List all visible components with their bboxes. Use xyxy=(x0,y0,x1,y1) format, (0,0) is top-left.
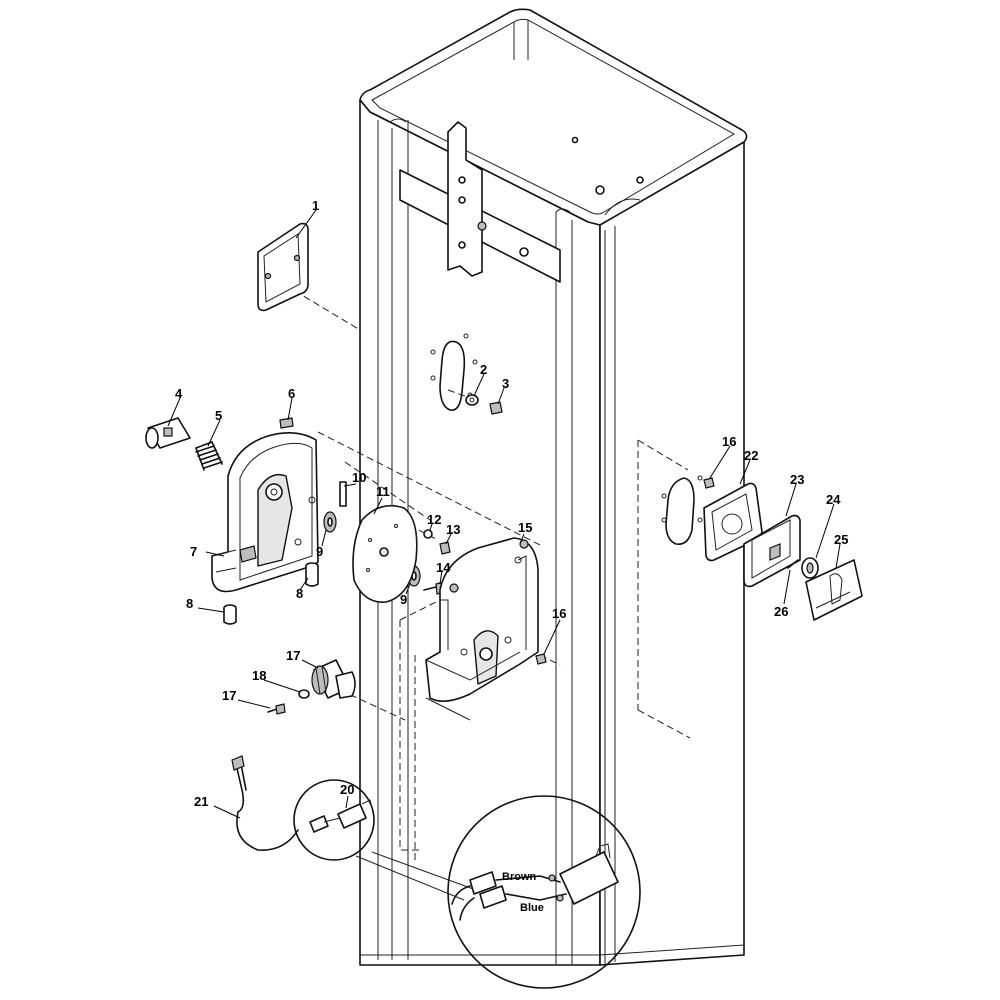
callout-5: 5 xyxy=(215,408,222,423)
callout-20: 20 xyxy=(340,782,354,797)
callout-24: 24 xyxy=(826,492,841,507)
part-8-standoff-lower xyxy=(223,604,237,625)
part-15-front-housing xyxy=(425,537,539,721)
detail-circle-small xyxy=(293,779,375,861)
callout-2: 2 xyxy=(480,362,487,377)
callout-16-upper: 16 xyxy=(722,434,736,449)
part-13-nut xyxy=(439,541,451,555)
post-column xyxy=(359,8,748,966)
callout-leaders xyxy=(167,209,841,819)
side-slot-hole xyxy=(661,475,703,546)
part-20-microswitch xyxy=(309,799,373,833)
part-7-back-housing xyxy=(211,432,319,593)
callout-8-lower: 8 xyxy=(186,596,193,611)
part-12-ball xyxy=(423,529,433,539)
callout-11: 11 xyxy=(376,484,390,499)
callout-8-upper: 8 xyxy=(296,586,303,601)
callout-17-screw: 17 xyxy=(222,688,236,703)
callout-12: 12 xyxy=(427,512,441,527)
part-11-gear-disc xyxy=(352,504,418,603)
callout-10: 10 xyxy=(352,470,366,485)
part-3-screw xyxy=(489,401,503,415)
part-6-screw xyxy=(279,417,294,429)
callout-16-lower: 16 xyxy=(552,606,566,621)
callout-6: 6 xyxy=(288,386,295,401)
callout-25: 25 xyxy=(834,532,848,547)
callout-22: 22 xyxy=(744,448,758,463)
part-16-nut-lower xyxy=(535,653,547,665)
part-10-pin xyxy=(339,481,347,507)
callout-17-gear: 17 xyxy=(286,648,300,663)
part-17-screw xyxy=(267,703,286,715)
part-5-spring xyxy=(195,441,223,471)
callout-9-right: 9 xyxy=(400,592,407,607)
part-1-cover-plate xyxy=(257,222,309,312)
detail-leader-lines xyxy=(355,851,477,901)
callout-13: 13 xyxy=(446,522,460,537)
part-18-washer xyxy=(298,689,310,699)
part-17-motor-gear xyxy=(311,659,356,699)
part-25-key-plate xyxy=(805,559,863,621)
part-8-standoff-upper xyxy=(305,562,319,587)
part-2-washer xyxy=(465,394,479,406)
callout-26: 26 xyxy=(774,604,788,619)
part-23-mount-plate xyxy=(743,514,801,588)
callout-14: 14 xyxy=(436,560,451,575)
post-face-slot xyxy=(430,333,478,411)
part-24-ring xyxy=(801,557,819,579)
part-4-sleeve xyxy=(145,417,191,449)
callout-1: 1 xyxy=(312,198,319,213)
callout-15: 15 xyxy=(518,520,532,535)
callout-3: 3 xyxy=(502,376,509,391)
part-16-nut-upper xyxy=(703,477,715,489)
part-21-wire-harness xyxy=(231,755,299,851)
callout-23: 23 xyxy=(790,472,804,487)
detail-switch-enlarged xyxy=(451,843,619,921)
callout-21: 21 xyxy=(194,794,208,809)
part-9-bearing-left xyxy=(323,511,337,533)
wire-label-brown: Brown xyxy=(502,871,537,883)
wire-label-blue: Blue xyxy=(520,902,544,914)
callout-7: 7 xyxy=(190,544,197,559)
callout-4: 4 xyxy=(175,386,183,401)
detail-circle-large xyxy=(447,795,641,989)
callout-labels: 1 2 3 4 5 6 7 8 8 9 9 10 11 12 13 14 15 … xyxy=(175,198,848,914)
part-26-screw xyxy=(787,559,799,569)
callout-18: 18 xyxy=(252,668,266,683)
callout-9-left: 9 xyxy=(316,544,323,559)
mounting-bracket xyxy=(399,121,561,283)
